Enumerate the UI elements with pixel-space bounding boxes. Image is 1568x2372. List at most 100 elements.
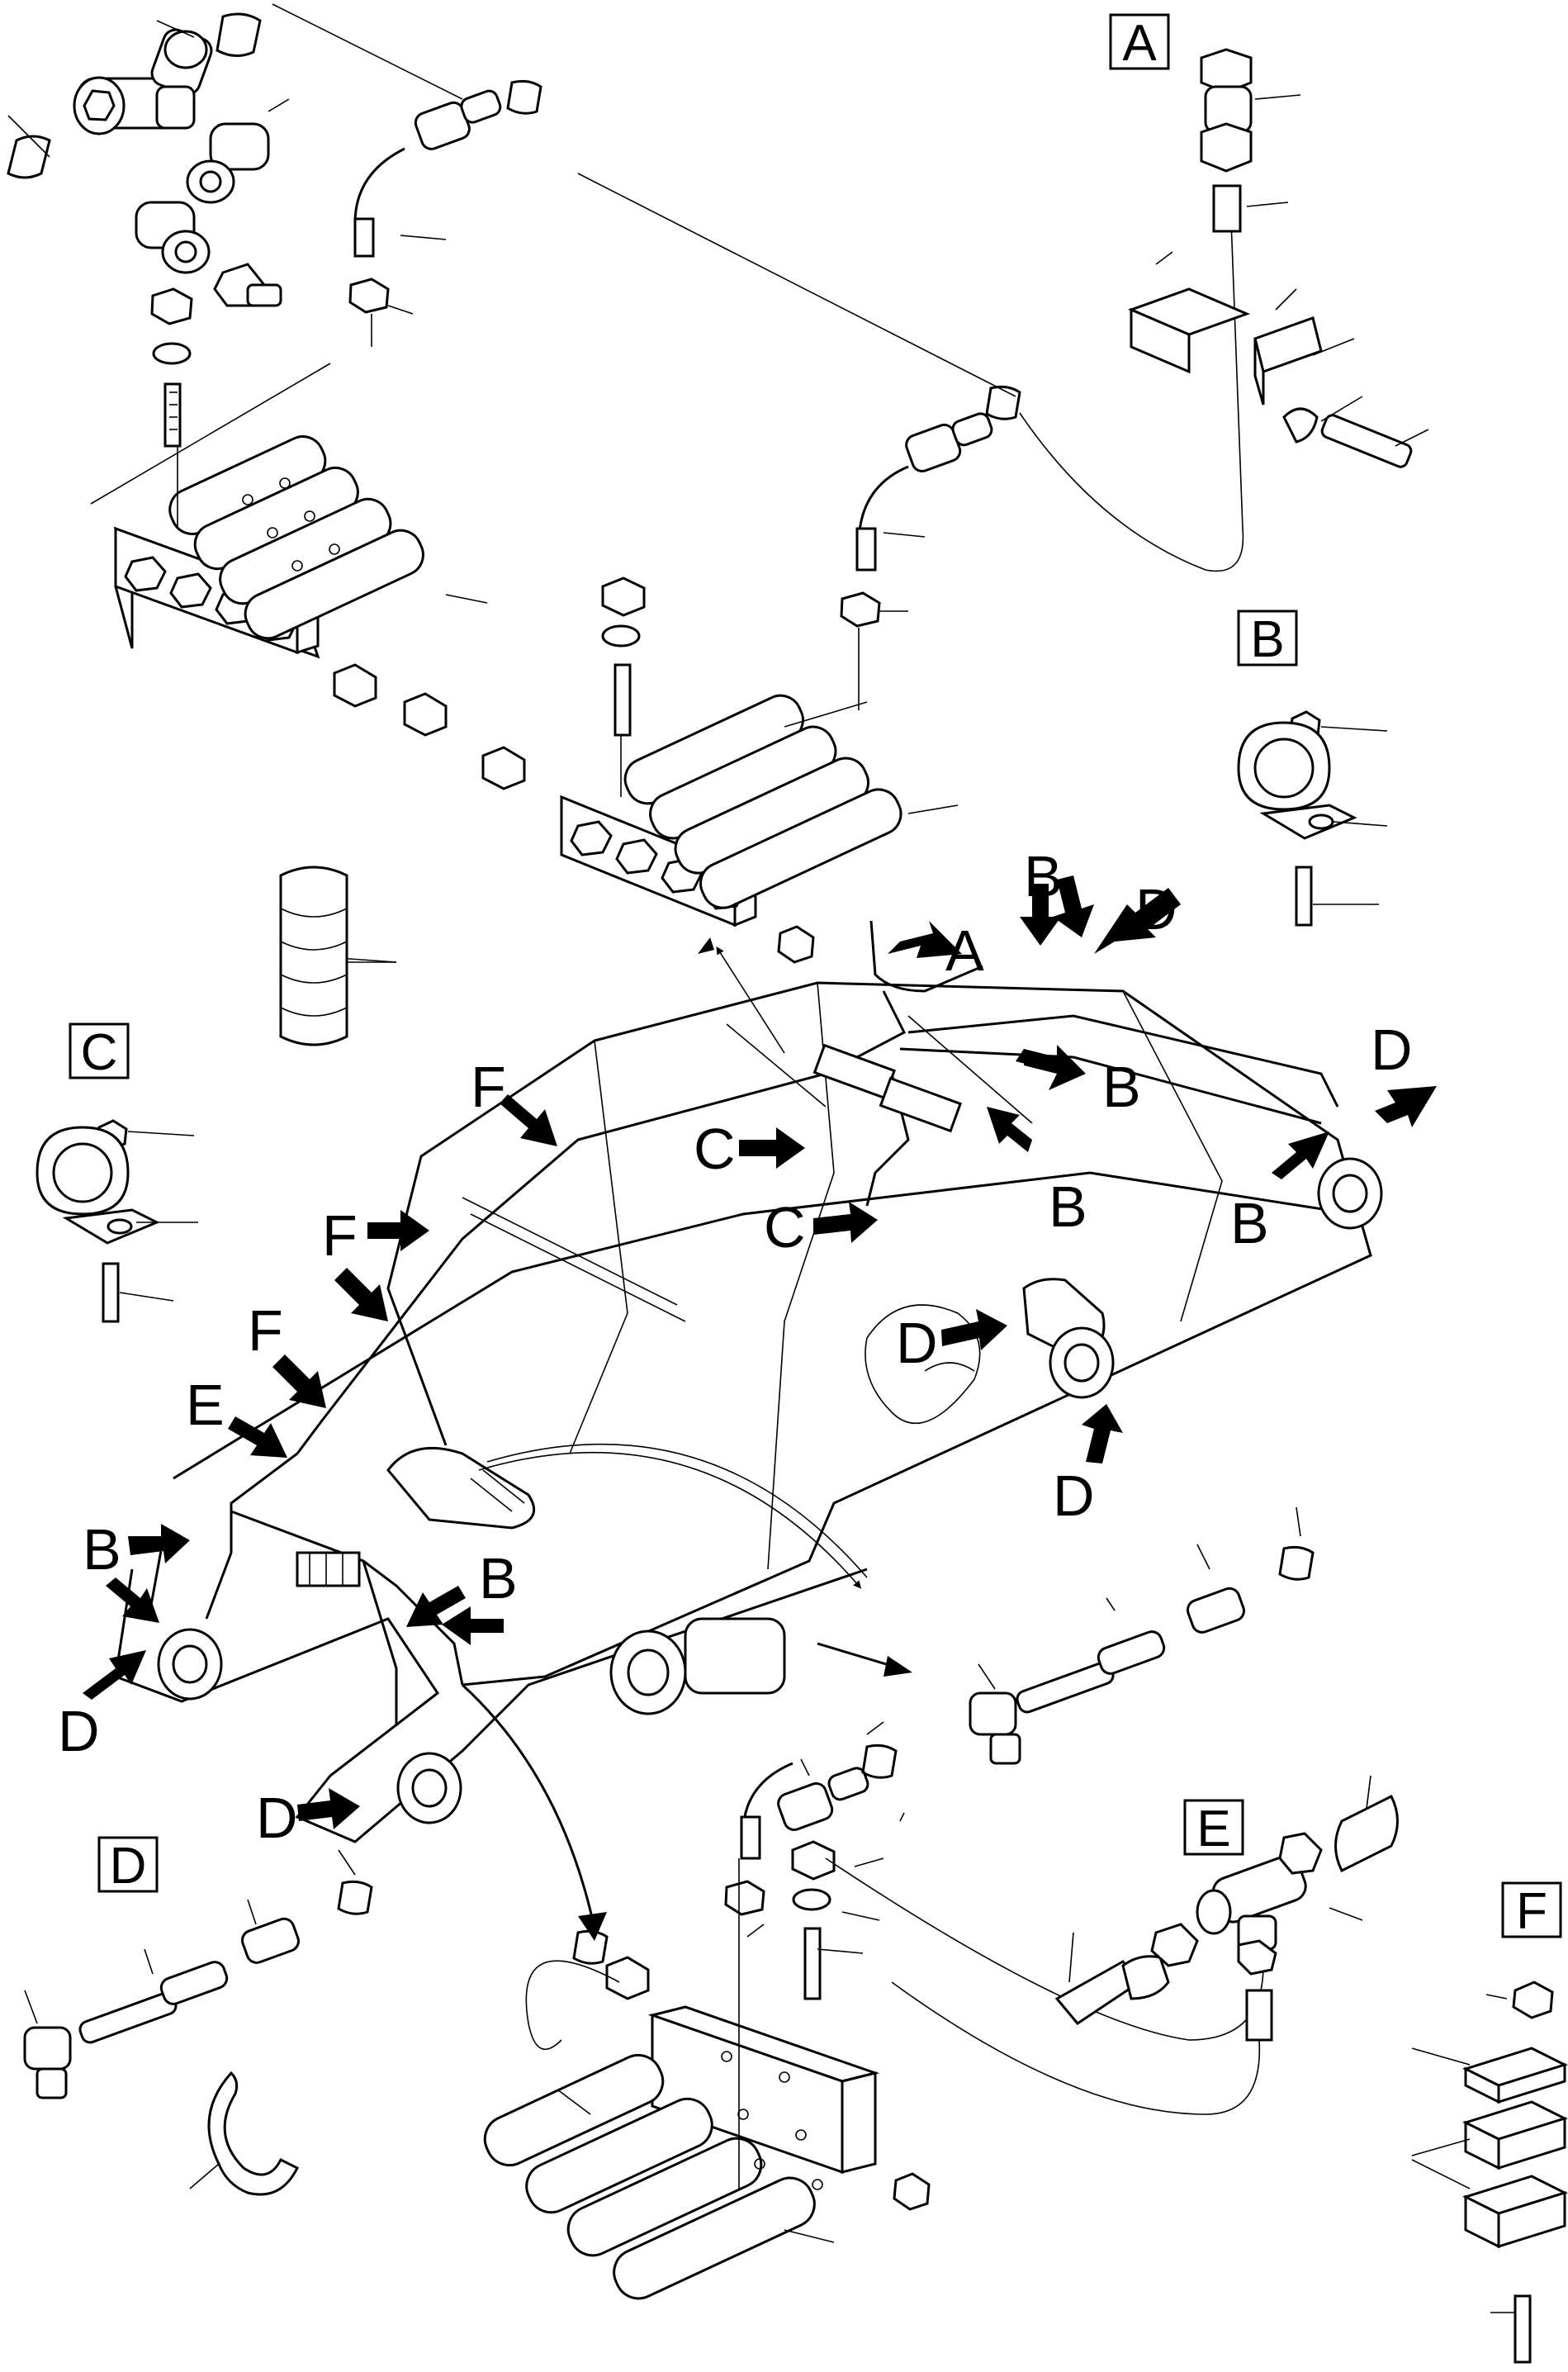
detail-a-tab — [1282, 407, 1319, 444]
bottom-adapter-nut — [724, 1880, 765, 1916]
pivot-bushing-front-left — [157, 1628, 223, 1701]
distributor-block-center — [560, 694, 902, 927]
callout-label-b-mid: B — [1049, 1174, 1087, 1239]
callout-arrow-d-right — [1375, 1086, 1437, 1127]
adapter-nut — [348, 278, 390, 314]
boom-crossmember — [386, 1446, 536, 1530]
detail-f-label: F — [1516, 1883, 1547, 1940]
tube-ferrule — [353, 217, 375, 258]
callout-label-d-top: D — [1135, 877, 1177, 942]
tube-end-upper — [506, 79, 542, 115]
detail-d-box — [97, 1836, 159, 1893]
detail-view-a: A — [1109, 13, 1429, 468]
detail-view-f: F — [1411, 1881, 1568, 2364]
boom-outline-top — [386, 981, 1372, 1686]
washer — [152, 342, 192, 365]
detail-view-e: E — [891, 1775, 1399, 2115]
detail-a-nut-top — [1200, 48, 1253, 94]
detail-c-stud — [102, 1262, 120, 1323]
detail-view-c: C — [36, 1022, 198, 1323]
hose-stem-right — [1016, 1661, 1115, 1714]
callout-arrow-f-1 — [500, 1094, 557, 1146]
elbow-fitting-upper — [186, 122, 270, 204]
callout-label-b-top: B — [1024, 844, 1063, 908]
callout-label-d-mid: D — [896, 1311, 938, 1375]
callout-arrow-d-front-right — [297, 1788, 360, 1829]
tube-stub-top — [216, 12, 262, 57]
hex-nut — [150, 287, 193, 325]
tube-end-right — [1278, 1545, 1315, 1581]
callout-label-f-1: F — [471, 1055, 506, 1119]
callout-arrow-c-upper — [739, 1127, 805, 1169]
grease-nipple-assembly-right — [969, 1506, 1315, 1765]
center-distributor-group — [560, 385, 1021, 964]
pivot-bushing-center — [609, 1617, 786, 1715]
callout-arrow-b-2 — [1053, 875, 1094, 937]
bottom-stud — [803, 1927, 822, 2000]
center-hex-nut — [601, 576, 646, 617]
detail-c-box — [69, 1022, 130, 1079]
detail-a-clamp-half-2 — [1253, 316, 1323, 373]
callout-label-e: E — [186, 1373, 225, 1437]
bottom-distributor-group — [483, 1721, 1264, 2300]
callout-label-f-3: F — [248, 1298, 283, 1363]
callout-label-c-upper: C — [694, 1117, 736, 1181]
detail-d-connector — [240, 1917, 300, 1964]
detail-c-label: C — [81, 1024, 118, 1081]
boom-distributor-lower — [879, 1076, 963, 1133]
detail-a-bolt — [1320, 414, 1413, 468]
callout-arrow-b-1 — [1020, 884, 1061, 946]
callout-label-c-lower: C — [764, 1195, 806, 1260]
detail-view-b: B — [1237, 610, 1388, 927]
callout-arrow-b-front-3 — [406, 1586, 466, 1627]
callout-arrow-d-top — [1094, 888, 1181, 954]
boom-outline-bottom — [114, 1568, 868, 1843]
detail-d-label: D — [110, 1838, 147, 1895]
callout-label-a: A — [945, 918, 984, 983]
callout-label-d-right: D — [1371, 1018, 1413, 1082]
callout-label-d-front-right: D — [256, 1786, 298, 1850]
center-stud — [613, 663, 632, 737]
detail-a-label: A — [1122, 15, 1157, 72]
spiral-wrap — [279, 866, 396, 1046]
callout-arrow-d-mid — [941, 1309, 1007, 1350]
callout-arrow-a — [888, 921, 962, 958]
callout-arrow-b-mid — [987, 1107, 1032, 1152]
callout-label-b-far-right: B — [1230, 1191, 1269, 1255]
detail-d-hose-stem — [78, 1991, 178, 2044]
elbow-fitting-lower — [135, 201, 211, 274]
detail-e-box — [1183, 1799, 1244, 1856]
bottom-washer — [792, 1888, 831, 1911]
distributor-block-bottom — [483, 2005, 880, 2300]
detail-a-box — [1109, 13, 1170, 70]
detail-view-d: D — [23, 1836, 373, 2099]
tube-stub-left — [7, 135, 51, 179]
callout-arrow-f-4 — [272, 1354, 326, 1408]
detail-d-tube-end — [337, 1880, 373, 1915]
callout-label-f-2: F — [322, 1203, 358, 1268]
callout-arrow-b-front-1 — [128, 1524, 190, 1563]
callout-arrow-b-right — [1024, 1045, 1086, 1090]
outlet-fitting-1 — [333, 663, 377, 708]
detail-d-angle-fitting — [23, 2026, 72, 2071]
boom-assembly — [114, 920, 1383, 1843]
detail-e-label: E — [1196, 1800, 1230, 1857]
center-washer — [601, 624, 641, 648]
union-fitting-small — [213, 263, 282, 307]
detail-d-ferrule — [159, 1961, 229, 2005]
angle-fitting-right — [969, 1691, 1017, 1736]
detail-f-stud — [1514, 2294, 1532, 2364]
detail-e-tube-stub — [1245, 1989, 1273, 2042]
connector-sleeve — [460, 89, 502, 124]
detail-b-stud — [1295, 866, 1313, 927]
callout-arrow-b-front-4 — [442, 1606, 504, 1645]
callout-label-b-front-right: B — [479, 1546, 518, 1611]
pivot-bushing-rear — [1317, 1157, 1383, 1230]
bottom-hex-nut — [791, 1840, 836, 1881]
callout-arrow-c-lower — [813, 1202, 878, 1243]
callout-arrow-b-far-right — [1272, 1131, 1329, 1179]
callout-arrow-f-2 — [367, 1210, 429, 1251]
detail-b-label: B — [1250, 611, 1284, 668]
callout-label-d-bottom: D — [1053, 1464, 1095, 1528]
